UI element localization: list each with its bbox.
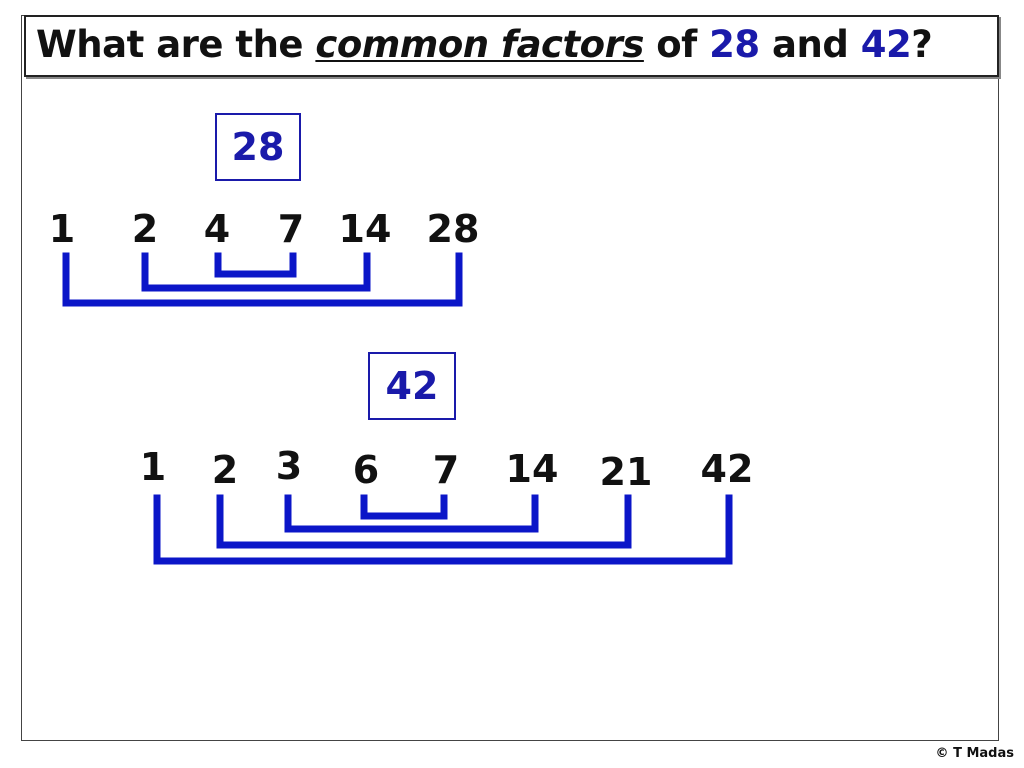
factor-42-3: 3 xyxy=(275,444,303,488)
pair-bracket-1-42 xyxy=(153,494,733,565)
factor-42-7: 7 xyxy=(432,448,460,492)
factor-42-42: 42 xyxy=(700,447,754,491)
factor-28-7: 7 xyxy=(277,207,305,251)
pair-bracket-1-28 xyxy=(62,252,463,307)
pair-bracket-2-14 xyxy=(141,252,371,292)
factor-42-21: 21 xyxy=(599,450,653,494)
factor-42-14: 14 xyxy=(505,447,559,491)
factor-42-6: 6 xyxy=(352,448,380,492)
factor-28-1: 1 xyxy=(48,207,76,251)
pair-bracket-4-7 xyxy=(214,252,297,278)
pair-bracket-3-14 xyxy=(284,494,539,533)
title-middle: of xyxy=(643,23,710,66)
factor-28-2: 2 xyxy=(131,207,159,251)
title-prefix: What are the xyxy=(36,23,316,66)
title-suffix: ? xyxy=(911,23,933,66)
factor-28-4: 4 xyxy=(203,207,231,251)
title-and: and xyxy=(759,23,861,66)
pair-bracket-6-7 xyxy=(360,494,448,520)
factor-28-14: 14 xyxy=(338,207,392,251)
title-box: What are the common factors of 28 and 42… xyxy=(24,15,999,77)
title-number-b: 42 xyxy=(860,23,912,66)
factor-28-28: 28 xyxy=(426,207,480,251)
pair-bracket-2-21 xyxy=(216,494,632,549)
copyright-notice: © T Madas xyxy=(935,746,1014,761)
page-title: What are the common factors of 28 and 42… xyxy=(36,23,933,66)
title-number-a: 28 xyxy=(709,23,760,66)
number-box-42: 42 xyxy=(368,352,456,420)
slide-frame xyxy=(21,15,999,741)
factor-42-2: 2 xyxy=(211,448,239,492)
factor-42-1: 1 xyxy=(139,445,167,489)
number-box-28: 28 xyxy=(215,113,301,181)
title-emphasis: common factors xyxy=(315,23,644,66)
